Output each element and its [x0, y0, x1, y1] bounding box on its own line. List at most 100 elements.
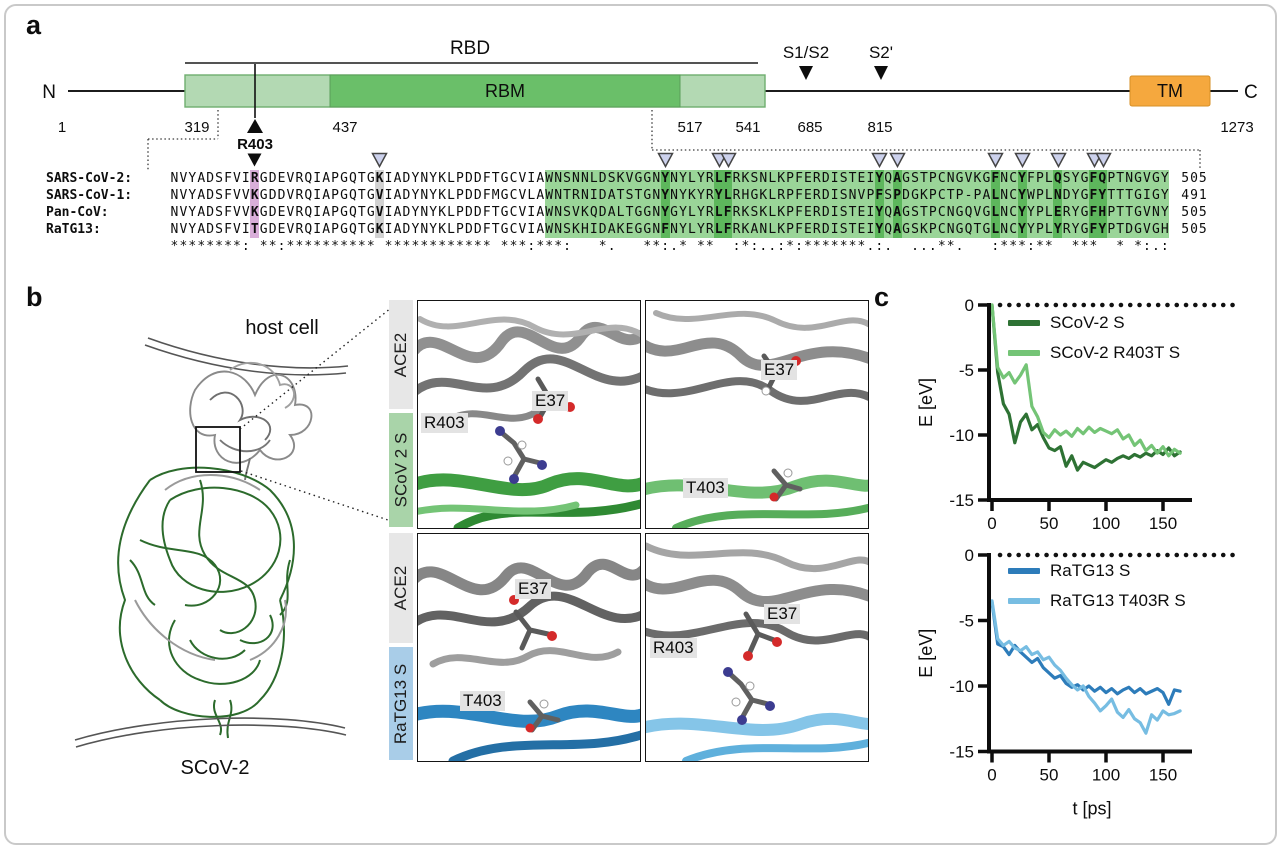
seq-char: S [839, 204, 849, 221]
conservation-char [714, 238, 723, 255]
seq-char: Q [304, 222, 313, 237]
conservation-char: * [848, 239, 857, 254]
seq-char: R [812, 187, 822, 204]
seq-char: G [901, 221, 911, 238]
seq-char: C [937, 187, 947, 204]
conservation-char: * [812, 239, 821, 254]
conservation-char [687, 238, 696, 255]
seq-char: F [224, 171, 232, 186]
conservation-char: : [777, 239, 786, 254]
conservation-char [1053, 238, 1062, 255]
seq-char: G [500, 222, 509, 237]
conservation-char: . [955, 239, 964, 254]
seq-char: I [589, 187, 599, 204]
seq-char: S [910, 221, 920, 238]
seq-char: Y [660, 204, 670, 221]
seq-char: I [830, 204, 840, 221]
seq-char: V [233, 205, 241, 220]
seq-char: Y [1160, 204, 1170, 221]
seq-char: E [856, 170, 866, 187]
seq-char: L [714, 204, 724, 221]
seq-char: Q [304, 188, 313, 203]
seq-char: S [215, 205, 223, 220]
seq-char: F [1026, 170, 1036, 187]
seq-char: G [340, 222, 348, 237]
conservation-char: * [340, 239, 348, 254]
seq-char: G [500, 171, 509, 186]
spike-ribbon-art [117, 466, 295, 739]
seq-char: T [848, 204, 857, 221]
x-tick-label: 50 [1040, 766, 1059, 785]
seq-char: F [1088, 221, 1098, 238]
seq-char: D [598, 221, 608, 238]
conservation-char: * [322, 239, 331, 254]
seq-char: N [758, 170, 768, 187]
conservation-char [250, 238, 259, 255]
seq-char: R [250, 170, 260, 187]
seq-char: D [1062, 187, 1072, 204]
seq-char: E [277, 171, 286, 186]
seq-char: Y [411, 171, 420, 186]
seq-char: F [224, 188, 232, 203]
seq-char: C [509, 222, 518, 237]
conservation-char: * [554, 239, 563, 254]
seq-char: V [241, 188, 250, 203]
seq-char: N [999, 221, 1009, 238]
seq-char: A [393, 205, 402, 220]
seq-char: D [268, 222, 277, 237]
seq-char: V [286, 188, 295, 203]
seq-char: R [295, 171, 304, 186]
seq-char: N [651, 170, 661, 187]
seq-char: G [633, 170, 643, 187]
seq-char: Y [1026, 221, 1036, 238]
seq-char: N [420, 205, 429, 220]
seq-char: G [366, 171, 375, 186]
seq-char: F [723, 221, 733, 238]
seq-char: H [580, 221, 590, 238]
seq-char: V [233, 222, 241, 237]
seq-char: A [322, 205, 331, 220]
seq-char: Y [678, 170, 688, 187]
conservation-char [375, 238, 384, 255]
inset-art-scov2-r403t [646, 310, 868, 528]
seq-char: C [937, 204, 947, 221]
seq-char: V [179, 205, 188, 220]
host-membrane-line [144, 344, 347, 376]
data-series-line [990, 303, 1182, 458]
seq-char: G [1080, 187, 1089, 204]
seq-char: I [527, 222, 536, 237]
seq-char: P [928, 204, 938, 221]
seq-char: N [170, 171, 179, 186]
y-axis-label: E [eV] [916, 629, 936, 678]
inset-scov2-r403t [645, 300, 869, 529]
seq-char: G [642, 170, 652, 187]
data-series-line [990, 599, 1182, 735]
conservation-char: * [652, 239, 661, 254]
residue-chip-e37: E37 [764, 604, 801, 625]
residue-end-number: 505 [1181, 205, 1208, 220]
seq-char: S [1062, 170, 1072, 187]
seq-char: Y [188, 222, 197, 237]
conservation-char: * [259, 239, 268, 254]
y-tick-label: -5 [959, 612, 974, 631]
x-tick-label: 150 [1149, 766, 1177, 785]
conservation-char: . [1151, 239, 1160, 254]
panel-c-label: c [874, 282, 890, 312]
seq-char: D [206, 222, 215, 237]
conservation-char [982, 238, 991, 255]
seq-char: V [625, 170, 634, 187]
seq-char: T [250, 221, 260, 238]
seq-char: Y [188, 205, 197, 220]
seq-char: P [928, 187, 938, 204]
seq-char: V [518, 171, 527, 186]
conservation-char: * [366, 239, 375, 254]
tm-box [1129, 75, 1211, 107]
conservation-char: * [937, 239, 946, 254]
seq-char: G [901, 170, 911, 187]
seq-char: G [500, 205, 509, 220]
seq-char: D [464, 171, 473, 186]
seq-char: D [598, 187, 608, 204]
rbm-box [329, 74, 681, 108]
conservation-char: * [1080, 239, 1089, 254]
residue-number: 517 [677, 119, 702, 136]
